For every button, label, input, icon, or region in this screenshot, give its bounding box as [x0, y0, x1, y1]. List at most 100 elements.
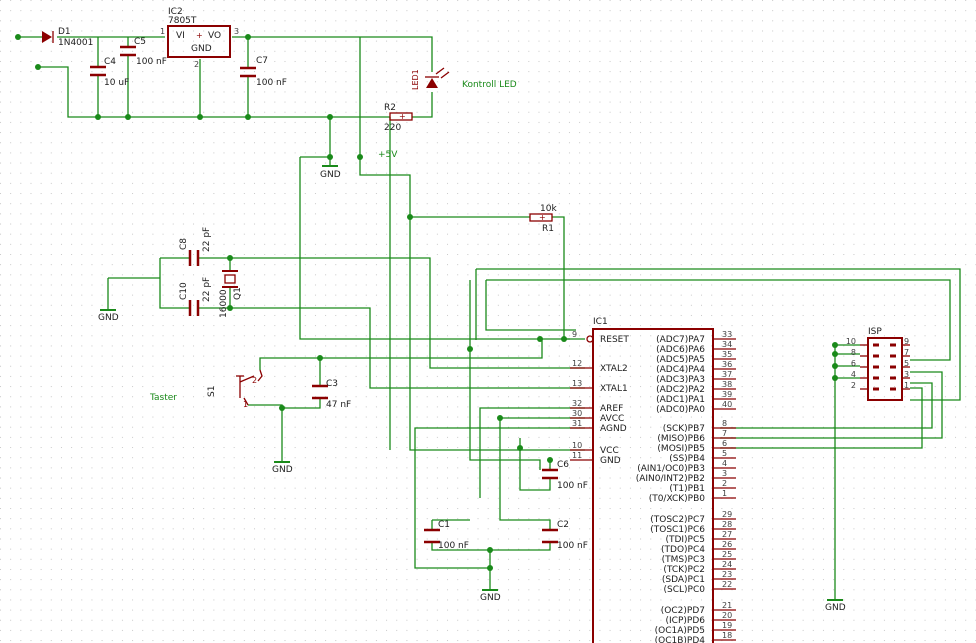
- ic1-pin-name: (T1)PB1: [669, 484, 705, 494]
- ic1-pin-name: (ADC3)PA3: [656, 375, 705, 385]
- gnd-symbol-switch: GND: [272, 461, 293, 475]
- c10-value: 22 pF: [202, 277, 212, 302]
- c2-value: 100 nF: [557, 541, 588, 551]
- gnd-symbol-crystal: GND: [98, 309, 119, 323]
- wires: [18, 36, 961, 600]
- ic1-pin-number: 27: [722, 530, 732, 539]
- isp-name: ISP: [868, 327, 882, 337]
- ic1-pin-number: 40: [722, 400, 732, 409]
- mcu-ic1: IC1 9RESET12XTAL213XTAL132AREF30AVCC31AG…: [570, 317, 736, 643]
- ic1-pin-name: (SS)PB4: [669, 454, 705, 464]
- ic1-pin-number: 39: [722, 390, 732, 399]
- ic1-pin-number: 8: [722, 419, 727, 428]
- gnd-symbol-decoupling: GND: [480, 589, 501, 603]
- ic1-pin-name: (OC1B)PD4: [655, 636, 706, 643]
- ic2-vi: VI: [176, 31, 185, 41]
- isp-pin-pad: [890, 376, 896, 380]
- ic1-pin-number: 21: [722, 601, 732, 610]
- ic1-pin-name: (ADC7)PA7: [656, 335, 705, 345]
- ic1-pin-number: 38: [722, 380, 732, 389]
- ic1-pin-number: 26: [722, 540, 732, 549]
- c5-name: C5: [134, 37, 146, 47]
- ic1-pin-name: (T0/XCK)PB0: [649, 494, 706, 504]
- capacitor-c5: C5 100 nF: [120, 37, 167, 67]
- svg-text:GND: GND: [825, 603, 846, 613]
- ic2-pin3: 3: [234, 27, 239, 36]
- ic1-pin-number: 31: [572, 419, 582, 428]
- r1-name: R1: [542, 224, 554, 234]
- c7-name: C7: [256, 56, 268, 66]
- capacitor-c1: C1 100 nF: [424, 520, 469, 551]
- isp-pin-number: 1: [904, 381, 909, 390]
- ic1-pin-name: (SCK)PB7: [663, 424, 705, 434]
- c1-value: 100 nF: [438, 541, 469, 551]
- ic1-pin-name: (AIN1/OC0)PB3: [637, 464, 705, 474]
- ic1-pin-name: XTAL1: [600, 384, 628, 394]
- svg-text:GND: GND: [480, 593, 501, 603]
- ic1-pin-name: RESET: [600, 335, 629, 345]
- ic1-pin-name: (TCK)PC2: [663, 565, 705, 575]
- ic1-pin-name: (TOSC1)PC6: [650, 525, 705, 535]
- c8-name: C8: [179, 238, 189, 250]
- regulator-ic2: IC2 7805T VI + VO GND 1 3 2: [160, 7, 239, 69]
- ic1-pin-number: 12: [572, 359, 582, 368]
- d1-value: 1N4001: [58, 38, 93, 48]
- svg-text:+: +: [539, 213, 546, 222]
- isp-pin-number: 9: [904, 337, 909, 346]
- isp-pin-pad: [890, 343, 896, 347]
- ic1-pin-number: 32: [572, 399, 582, 408]
- ic1-pin-name: (AIN0/INT2)PB2: [636, 474, 705, 484]
- ic1-pin-name: (ADC6)PA6: [656, 345, 705, 355]
- ic2-pin2: 2: [194, 60, 199, 69]
- ic1-pin-name: (ADC1)PA1: [656, 395, 705, 405]
- c4-value: 10 uF: [104, 78, 129, 88]
- ic1-pin-number: 5: [722, 449, 727, 458]
- ic1-pin-number: 11: [572, 451, 582, 460]
- resistor-r2: + R2 220: [384, 103, 413, 133]
- isp-pin-pad: [890, 365, 896, 369]
- isp-pin-pad: [890, 387, 896, 391]
- ic1-pin-name: (OC1A)PD5: [655, 626, 705, 636]
- isp-pin-number: 7: [904, 348, 909, 357]
- r1-value: 10k: [540, 204, 557, 214]
- c6-name: C6: [557, 460, 569, 470]
- c2-name: C2: [557, 520, 569, 530]
- isp-pin-pad: [873, 343, 879, 347]
- q1-name: Q1: [233, 287, 243, 300]
- ic2-pin1: 1: [160, 27, 165, 36]
- isp-pin-number: 3: [904, 370, 909, 379]
- junctions: [15, 34, 838, 571]
- gnd-symbol-isp: GND: [825, 599, 846, 613]
- ic1-name: IC1: [593, 317, 608, 327]
- r2-value: 220: [384, 123, 401, 133]
- ic1-pin-name: AGND: [600, 424, 627, 434]
- ic1-pin-number: 6: [722, 439, 727, 448]
- c3-value: 47 nF: [326, 400, 351, 410]
- svg-text:+: +: [399, 112, 406, 121]
- ic1-pin-number: 19: [722, 621, 732, 630]
- isp-pin-pad: [873, 376, 879, 380]
- ic1-pin-number: 28: [722, 520, 732, 529]
- ic1-pin-name: GND: [600, 456, 621, 466]
- c1-name: C1: [438, 520, 450, 530]
- c7-value: 100 nF: [256, 78, 287, 88]
- ic1-pin-name: (ADC4)PA4: [656, 365, 705, 375]
- svg-text:GND: GND: [98, 313, 119, 323]
- ic1-pin-name: VCC: [600, 446, 619, 456]
- ic1-pin-number: 24: [722, 560, 732, 569]
- ic1-pin-number: 13: [572, 379, 582, 388]
- ic1-pin-number: 29: [722, 510, 732, 519]
- ic1-pin-name: (MOSI)PB5: [657, 444, 705, 454]
- c3-name: C3: [326, 379, 338, 389]
- ic1-pin-number: 20: [722, 611, 732, 620]
- s1-name: S1: [207, 386, 217, 397]
- ic1-pin-number: 4: [722, 459, 727, 468]
- ic1-pin-number: 35: [722, 350, 732, 359]
- switch-s1: 2 1 S1 Taster: [149, 369, 263, 409]
- isp-pin-number: 2: [851, 381, 856, 390]
- ic1-pin-name: (ICP)PD6: [666, 616, 706, 626]
- ic1-pin-number: 25: [722, 550, 732, 559]
- isp-pin-number: 4: [851, 370, 856, 379]
